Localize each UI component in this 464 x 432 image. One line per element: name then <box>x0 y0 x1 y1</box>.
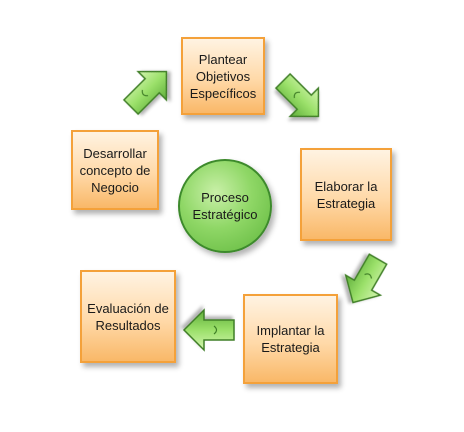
step-elaborar-estrategia: Elaborar la Estrategia <box>300 148 392 241</box>
step-implantar-estrategia: Implantar la Estrategia <box>243 294 338 384</box>
step-label: Desarrollar concepto de Negocio <box>79 145 151 195</box>
arrow-desarrollar-to-plantear <box>122 70 168 116</box>
step-label: Implantar la Estrategia <box>256 323 325 355</box>
step-label: Evaluación de Resultados <box>87 300 169 333</box>
step-plantear-objetivos: Plantear Objetivos Específicos <box>181 37 265 115</box>
arrow-implantar-to-evaluacion <box>182 308 235 352</box>
arrow-plantear-to-elaborar <box>274 72 320 118</box>
step-label: Elaborar la Estrategia <box>314 178 378 211</box>
step-label: Plantear Objetivos Específicos <box>189 51 257 101</box>
center-circle-proceso-estrategico: Proceso Estratégico <box>178 159 272 253</box>
step-evaluacion-resultados: Evaluación de Resultados <box>80 270 176 363</box>
arrow-elaborar-to-implantar <box>344 253 388 304</box>
center-label: Proceso Estratégico <box>192 190 258 222</box>
step-desarrollar-concepto: Desarrollar concepto de Negocio <box>71 130 159 210</box>
